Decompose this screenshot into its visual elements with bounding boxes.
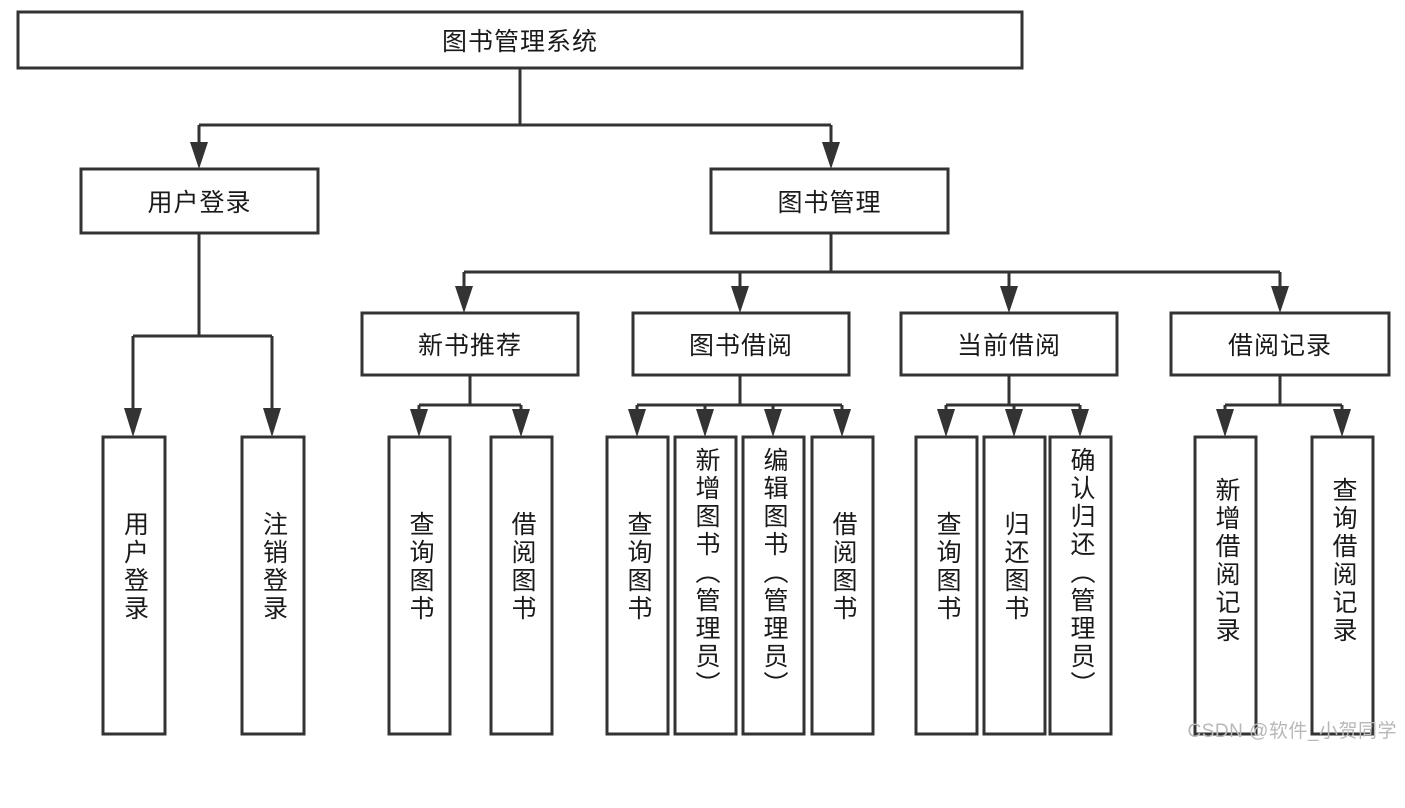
arrow-head-book-management xyxy=(822,142,840,169)
node-box-current-borrow[interactable] xyxy=(899,311,1119,377)
flowchart-canvas xyxy=(16,10,1391,736)
flowchart-diagram: 图书管理系统 用户登录 图书管理 新书推荐 图书借阅 当前借阅 借阅记录 用户登… xyxy=(16,10,1396,742)
arrow-head-leaf-borrow-book-1 xyxy=(512,409,530,437)
node-box-root[interactable] xyxy=(16,10,1024,70)
node-box-leaf-confirm-return[interactable] xyxy=(1048,435,1113,736)
arrow-head-leaf-user-login xyxy=(124,408,142,437)
arrow-head-leaf-borrow-book-2 xyxy=(833,409,851,437)
connector-group-user-login xyxy=(124,233,281,437)
node-box-new-book-recommend[interactable] xyxy=(360,311,580,377)
node-box-borrow-record[interactable] xyxy=(1169,311,1391,377)
arrow-head-user-login xyxy=(190,142,208,169)
arrow-head-leaf-query-book-1 xyxy=(410,409,428,437)
connector-group-current-borrow xyxy=(937,375,1089,437)
node-box-user-login[interactable] xyxy=(79,167,320,235)
arrow-head-leaf-logout xyxy=(263,408,281,437)
node-box-leaf-logout[interactable] xyxy=(240,435,306,736)
arrow-head-leaf-add-record xyxy=(1216,409,1234,437)
connector-group-new-book-recommend xyxy=(410,375,530,437)
arrow-head-borrow-record xyxy=(1271,286,1289,313)
node-box-leaf-edit-book[interactable] xyxy=(741,435,806,736)
node-box-leaf-return-book[interactable] xyxy=(982,435,1047,736)
connector-group-book-borrow xyxy=(628,375,851,437)
arrow-head-book-borrow xyxy=(731,286,749,313)
arrow-head-leaf-add-book xyxy=(696,409,714,437)
arrow-head-leaf-confirm-return xyxy=(1071,409,1089,437)
arrow-head-leaf-query-book-3 xyxy=(937,409,955,437)
node-box-book-borrow[interactable] xyxy=(631,311,851,377)
connector-group-book-management xyxy=(455,233,1289,313)
connector-group-root xyxy=(190,68,840,169)
connector-group-borrow-record xyxy=(1216,375,1351,437)
arrow-head-leaf-query-record xyxy=(1333,409,1351,437)
node-box-leaf-add-book[interactable] xyxy=(673,435,738,736)
node-box-leaf-query-record[interactable] xyxy=(1310,435,1375,736)
node-box-leaf-query-book-1[interactable] xyxy=(387,435,452,736)
node-box-leaf-add-record[interactable] xyxy=(1193,435,1258,736)
node-box-leaf-user-login[interactable] xyxy=(101,435,167,736)
arrow-head-new-book-recommend xyxy=(455,286,473,313)
node-box-leaf-query-book-3[interactable] xyxy=(914,435,979,736)
arrow-head-leaf-edit-book xyxy=(764,409,782,437)
arrow-head-leaf-return-book xyxy=(1005,409,1023,437)
arrow-head-leaf-query-book-2 xyxy=(628,409,646,437)
arrow-head-current-borrow xyxy=(1000,286,1018,313)
node-box-leaf-borrow-book-2[interactable] xyxy=(810,435,875,736)
node-box-leaf-borrow-book-1[interactable] xyxy=(489,435,554,736)
node-box-book-management[interactable] xyxy=(709,167,950,235)
node-box-leaf-query-book-2[interactable] xyxy=(605,435,670,736)
